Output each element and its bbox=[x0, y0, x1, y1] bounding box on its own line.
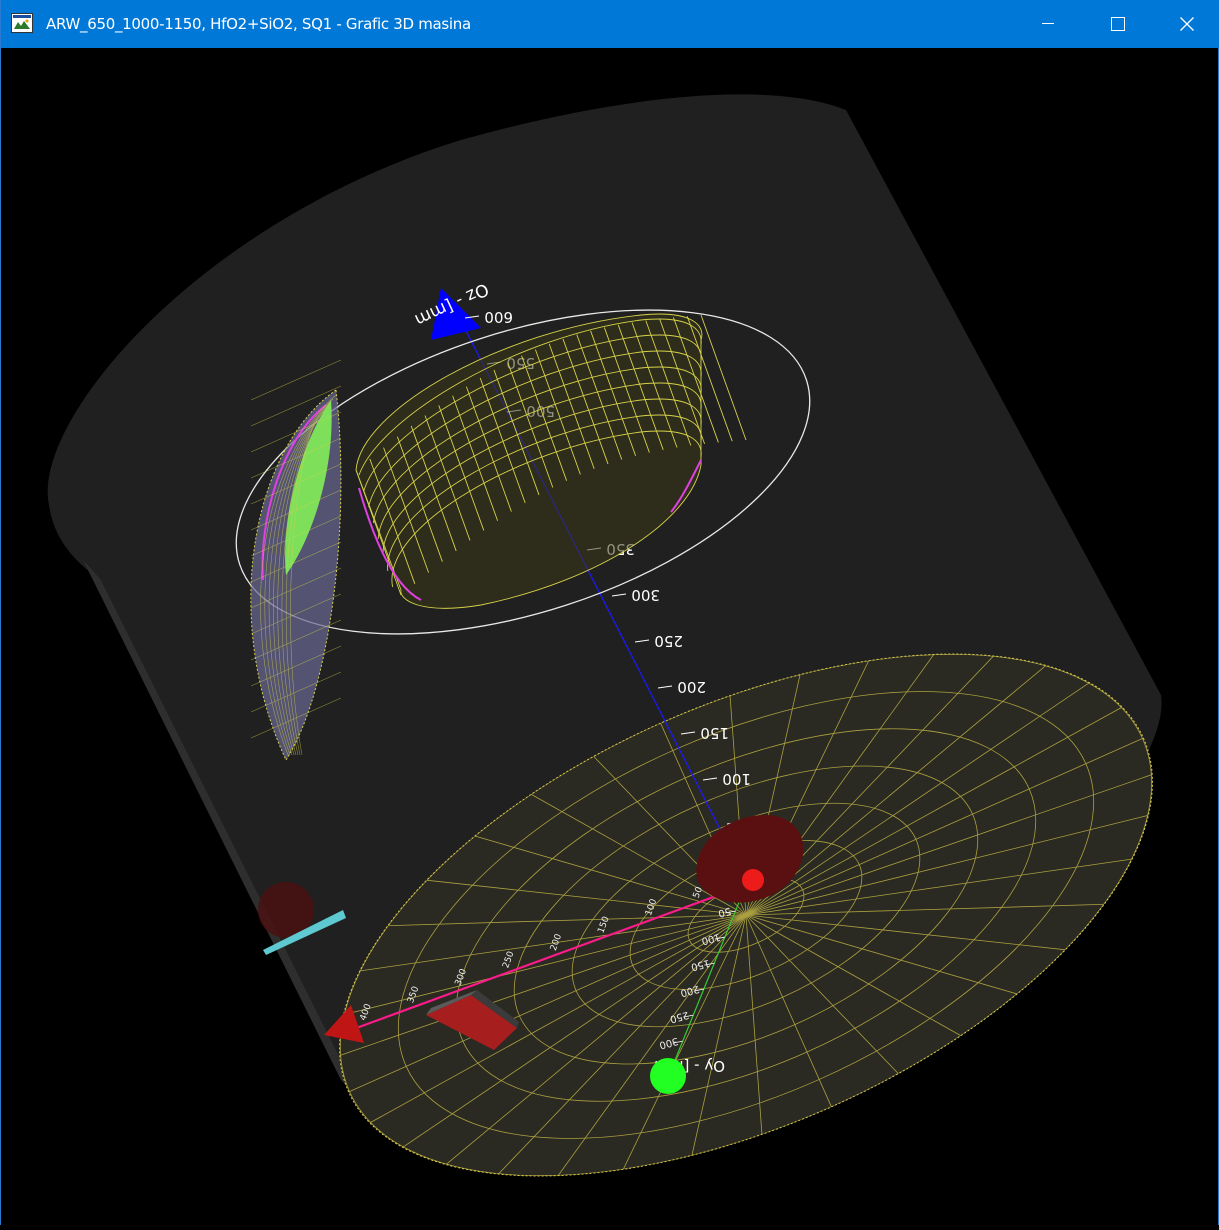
app-window-icon bbox=[11, 13, 33, 33]
maximize-icon bbox=[1111, 17, 1125, 31]
window-title: ARW_650_1000-1150, HfO2+SiO2, SQ1 - Graf… bbox=[46, 15, 471, 33]
3d-viewport[interactable]: Oz - [mm 50100150200250300350500550600 bbox=[7, 48, 1214, 1225]
ox-axis-arrow-icon bbox=[324, 1005, 364, 1043]
oz-tick-label: 100 bbox=[722, 770, 751, 788]
deposition-orbit bbox=[235, 309, 811, 635]
close-button[interactable] bbox=[1154, 0, 1219, 48]
crystal-monitor bbox=[258, 882, 346, 955]
oy-tick-label: 300 bbox=[658, 1035, 679, 1051]
3d-scene[interactable]: Oz - [mm 50100150200250300350500550600 bbox=[7, 48, 1214, 1225]
oz-axis-arrow-icon bbox=[431, 288, 481, 340]
oz-tick-label: 200 bbox=[677, 678, 706, 696]
oy-tick-label: 100 bbox=[700, 931, 721, 947]
oy-tick-label: 150 bbox=[690, 957, 711, 973]
close-icon bbox=[1180, 17, 1194, 31]
oy-tick-label: 200 bbox=[679, 983, 700, 999]
evaporation-source bbox=[696, 815, 804, 903]
minimize-icon bbox=[1042, 23, 1054, 24]
minimize-button[interactable] bbox=[1015, 0, 1081, 48]
maximize-button[interactable] bbox=[1085, 0, 1151, 48]
oy-axis-sphere-icon bbox=[650, 1058, 686, 1094]
title-bar[interactable]: ARW_650_1000-1150, HfO2+SiO2, SQ1 - Graf… bbox=[1, 0, 1219, 48]
floor-polar-grid bbox=[334, 649, 1158, 1181]
substrate-drum bbox=[355, 313, 747, 609]
planetary-dome bbox=[250, 359, 342, 762]
oz-tick-label: 300 bbox=[631, 586, 660, 604]
oy-tick-label: 250 bbox=[669, 1009, 690, 1025]
oy-tick-label: 50 bbox=[717, 905, 732, 919]
source-point-icon bbox=[742, 869, 764, 891]
electron-gun bbox=[426, 990, 519, 1050]
oz-tick-label: 250 bbox=[654, 632, 683, 650]
oz-tick-label: 150 bbox=[700, 724, 729, 742]
ox-tick-label: 50 bbox=[692, 885, 705, 899]
oz-tick-label: 600 bbox=[484, 308, 513, 326]
